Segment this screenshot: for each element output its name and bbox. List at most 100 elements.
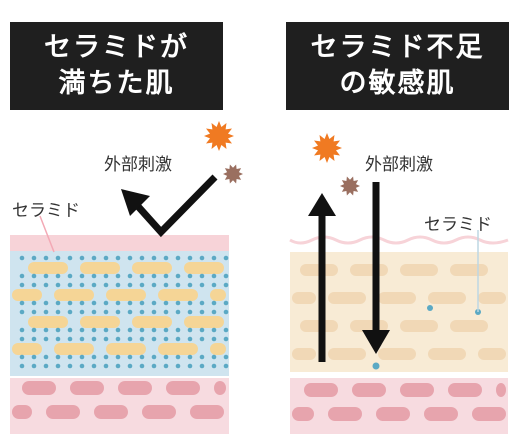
ceramide-dot <box>91 255 97 261</box>
ceramide-dot <box>43 309 49 315</box>
ceramide-dot <box>31 363 37 369</box>
ceramide-dot <box>79 363 85 369</box>
ceramide-dot <box>19 336 25 342</box>
ceramide-dot <box>187 273 193 279</box>
ceramide-dot <box>175 363 181 369</box>
corneocyte-cell <box>158 289 198 301</box>
ceramide-dot <box>19 300 25 306</box>
ceramide-dot <box>43 255 49 261</box>
corneocyte-cell-dry <box>450 320 488 332</box>
corneocyte-cell-dry <box>328 292 366 304</box>
ceramide-dot <box>91 363 97 369</box>
ceramide-dot <box>31 255 37 261</box>
ceramide-dot <box>211 363 217 369</box>
ceramide-dot <box>163 336 169 342</box>
ceramide-dot <box>31 273 37 279</box>
ceramide-dot <box>79 354 85 360</box>
ceramide-dot <box>151 255 157 261</box>
lower-cell-right <box>292 407 314 421</box>
ceramide-dot <box>115 363 121 369</box>
ceramide-dot <box>55 336 61 342</box>
ceramide-dot <box>79 336 85 342</box>
lower-cell-right <box>496 383 506 397</box>
ceramide-dot <box>67 309 73 315</box>
ceramide-dot <box>55 300 61 306</box>
title-sensitive-line-1: セラミド不足 <box>310 32 485 63</box>
lower-cell <box>214 381 226 395</box>
ceramide-dot <box>115 336 121 342</box>
lower-cell <box>12 405 32 419</box>
ceramide-dot <box>187 282 193 288</box>
ceramide-dot <box>31 282 37 288</box>
lower-cell-right <box>424 407 458 421</box>
ceramide-dot <box>103 282 109 288</box>
ceramide-dot <box>127 282 133 288</box>
title-healthy-line-2: 満ちた肌 <box>58 68 175 99</box>
ceramide-dot <box>67 255 73 261</box>
healthy-skin-layers <box>10 235 229 434</box>
ceramide-dot <box>19 354 25 360</box>
ceramide-dot <box>19 282 25 288</box>
ceramide-dot <box>139 273 145 279</box>
ceramide-dot <box>223 363 229 369</box>
ceramide-dot <box>151 354 157 360</box>
ceramide-dot <box>199 273 205 279</box>
title-healthy-line-1: セラミドが <box>44 32 189 63</box>
ceramide-dot <box>199 354 205 360</box>
ceramide-dot <box>151 309 157 315</box>
ceramide-dot <box>103 327 109 333</box>
ceramide-dot <box>139 327 145 333</box>
corneocyte-cell <box>106 343 146 355</box>
lower-cell <box>22 381 56 395</box>
moisture-escape-arrow-head <box>308 193 336 216</box>
ceramide-dot <box>115 354 121 360</box>
ceramide-dot <box>187 300 193 306</box>
ceramide-dot <box>199 309 205 315</box>
title-sensitive-skin: セラミド不足 の敏感肌 <box>286 22 509 110</box>
ceramide-dot <box>55 282 61 288</box>
ceramide-dot <box>139 363 145 369</box>
lower-cell-right <box>328 407 362 421</box>
ceramide-dot <box>127 273 133 279</box>
ceramide-dot <box>31 327 37 333</box>
corneocyte-cell <box>12 289 42 301</box>
ceramide-dot <box>223 255 229 261</box>
corneocyte-cell-dry <box>400 264 438 276</box>
label-ceramide-left: セラミド <box>12 201 80 221</box>
ceramide-dot <box>67 273 73 279</box>
ceramide-dot <box>91 300 97 306</box>
ceramide-dot <box>55 327 61 333</box>
ceramide-dot <box>139 255 145 261</box>
ceramide-dot <box>199 255 205 261</box>
ceramide-dot <box>211 336 217 342</box>
corneocyte-cell-dry <box>328 348 366 360</box>
ceramide-dot <box>187 255 193 261</box>
ceramide-dot <box>43 300 49 306</box>
ceramide-dot <box>103 300 109 306</box>
lower-cell-right <box>448 383 482 397</box>
ceramide-dot <box>115 327 121 333</box>
stimulus-orange-right <box>312 133 342 163</box>
ceramide-dot <box>223 327 229 333</box>
ceramide-dot <box>91 354 97 360</box>
ceramide-dot <box>175 255 181 261</box>
ceramide-dot <box>187 354 193 360</box>
lower-cell <box>190 405 224 419</box>
ceramide-dot <box>103 354 109 360</box>
ceramide-dot <box>55 354 61 360</box>
ceramide-dot <box>211 255 217 261</box>
ceramide-dot <box>19 273 25 279</box>
ceramide-dot <box>91 282 97 288</box>
corneocyte-cell <box>80 262 120 274</box>
corneocyte-cell-dry <box>478 348 506 360</box>
ceramide-dot <box>175 282 181 288</box>
ceramide-dot <box>223 300 229 306</box>
ceramide-dot <box>43 273 49 279</box>
ceramide-dot <box>139 336 145 342</box>
sensitive-skin-layers <box>289 235 509 434</box>
ceramide-dot <box>127 354 133 360</box>
ceramide-dot <box>139 300 145 306</box>
ceramide-dot <box>31 300 37 306</box>
ceramide-dot <box>175 309 181 315</box>
ceramide-dot <box>211 300 217 306</box>
